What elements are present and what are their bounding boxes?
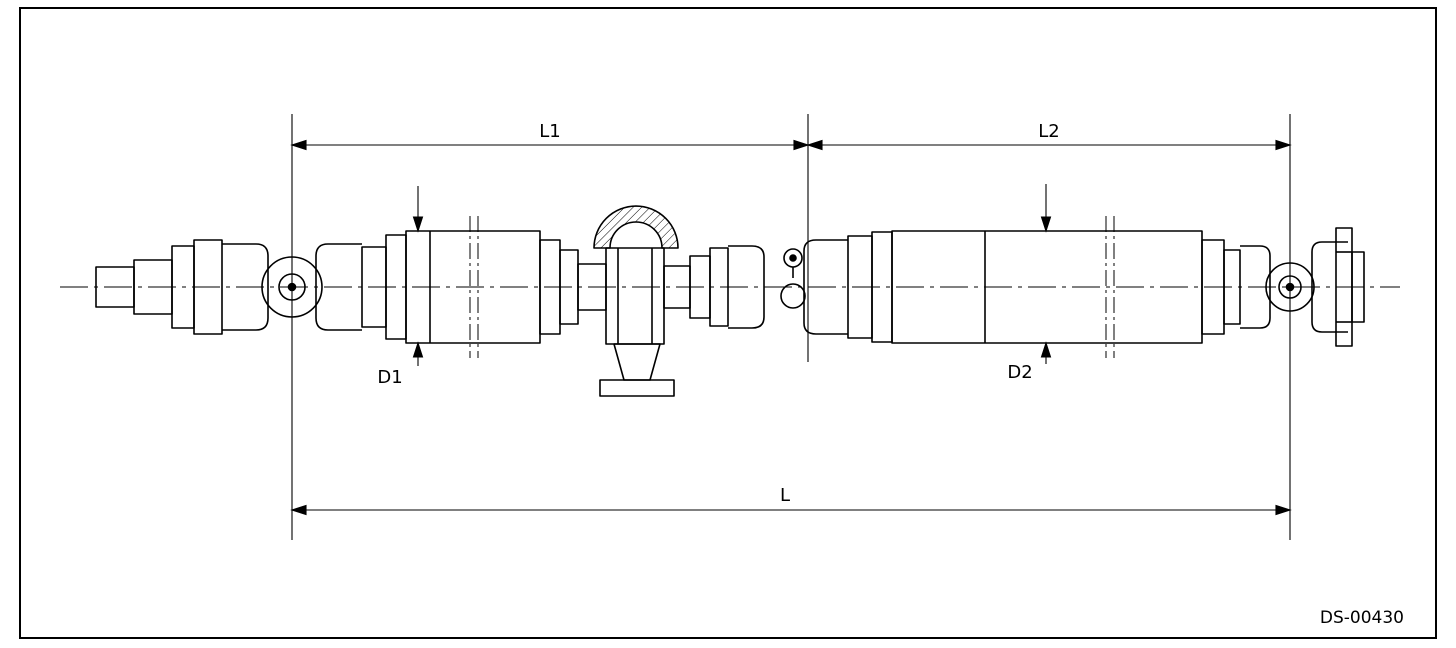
dimension-l1: L1 bbox=[290, 121, 810, 151]
rear-joint-yoke-left bbox=[1240, 245, 1271, 329]
rear-joint-yoke-right bbox=[1311, 241, 1348, 333]
l-arrow-right bbox=[1275, 504, 1292, 516]
d2-label: D2 bbox=[1007, 362, 1032, 383]
propeller-shaft-drawing bbox=[95, 205, 1365, 397]
extension-lines bbox=[291, 114, 1291, 540]
mid-joint-yoke-left bbox=[728, 245, 765, 329]
l1-arrow-right bbox=[793, 139, 810, 151]
l2-arrow-left bbox=[806, 139, 823, 151]
front-yoke-body bbox=[193, 239, 223, 335]
middle-universal-joint bbox=[663, 239, 848, 335]
mid-joint-fitting-dot bbox=[789, 254, 797, 262]
figure-id-label: DS-00430 bbox=[1320, 608, 1404, 628]
dimension-l2: L2 bbox=[806, 121, 1292, 151]
dimension-d1: D1 bbox=[377, 186, 424, 388]
flange-hub bbox=[1351, 251, 1365, 323]
d1-arrow-up bbox=[412, 341, 424, 358]
center-bearing bbox=[593, 205, 679, 397]
d1-arrow-down bbox=[412, 216, 424, 233]
center-bearing-rubber-cushion bbox=[593, 205, 679, 249]
l1-arrow-left bbox=[290, 139, 307, 151]
d2-arrow-up bbox=[1040, 341, 1052, 358]
front-tube-assembly bbox=[361, 216, 607, 358]
center-bearing-bracket bbox=[613, 343, 661, 381]
dimension-d2: D2 bbox=[1007, 184, 1052, 383]
mid-spline-3 bbox=[709, 247, 729, 327]
l-arrow-left bbox=[290, 504, 307, 516]
front-slip-yoke bbox=[95, 239, 223, 335]
l2-arrow-right bbox=[1275, 139, 1292, 151]
l1-label: L1 bbox=[539, 121, 560, 142]
rear-tube-assembly bbox=[847, 216, 1241, 358]
center-bearing-bracket-foot bbox=[599, 379, 675, 397]
dimension-annotations: L1 L2 L D1 bbox=[290, 114, 1292, 540]
front-joint-yoke-left bbox=[222, 243, 269, 331]
rear-tube-step-2 bbox=[1223, 249, 1241, 325]
l-label: L bbox=[780, 485, 790, 506]
mid-joint-yoke-right bbox=[803, 239, 848, 335]
l2-label: L2 bbox=[1038, 121, 1059, 142]
d2-arrow-down bbox=[1040, 216, 1052, 233]
companion-flange bbox=[1335, 227, 1365, 347]
center-bearing-housing bbox=[605, 247, 665, 345]
mid-joint-cross bbox=[780, 283, 806, 309]
diagram-border bbox=[19, 7, 1437, 639]
rear-universal-joint bbox=[1240, 241, 1348, 333]
d1-label: D1 bbox=[377, 367, 402, 388]
dimension-l: L bbox=[290, 485, 1292, 516]
front-joint-yoke-right bbox=[315, 243, 362, 331]
